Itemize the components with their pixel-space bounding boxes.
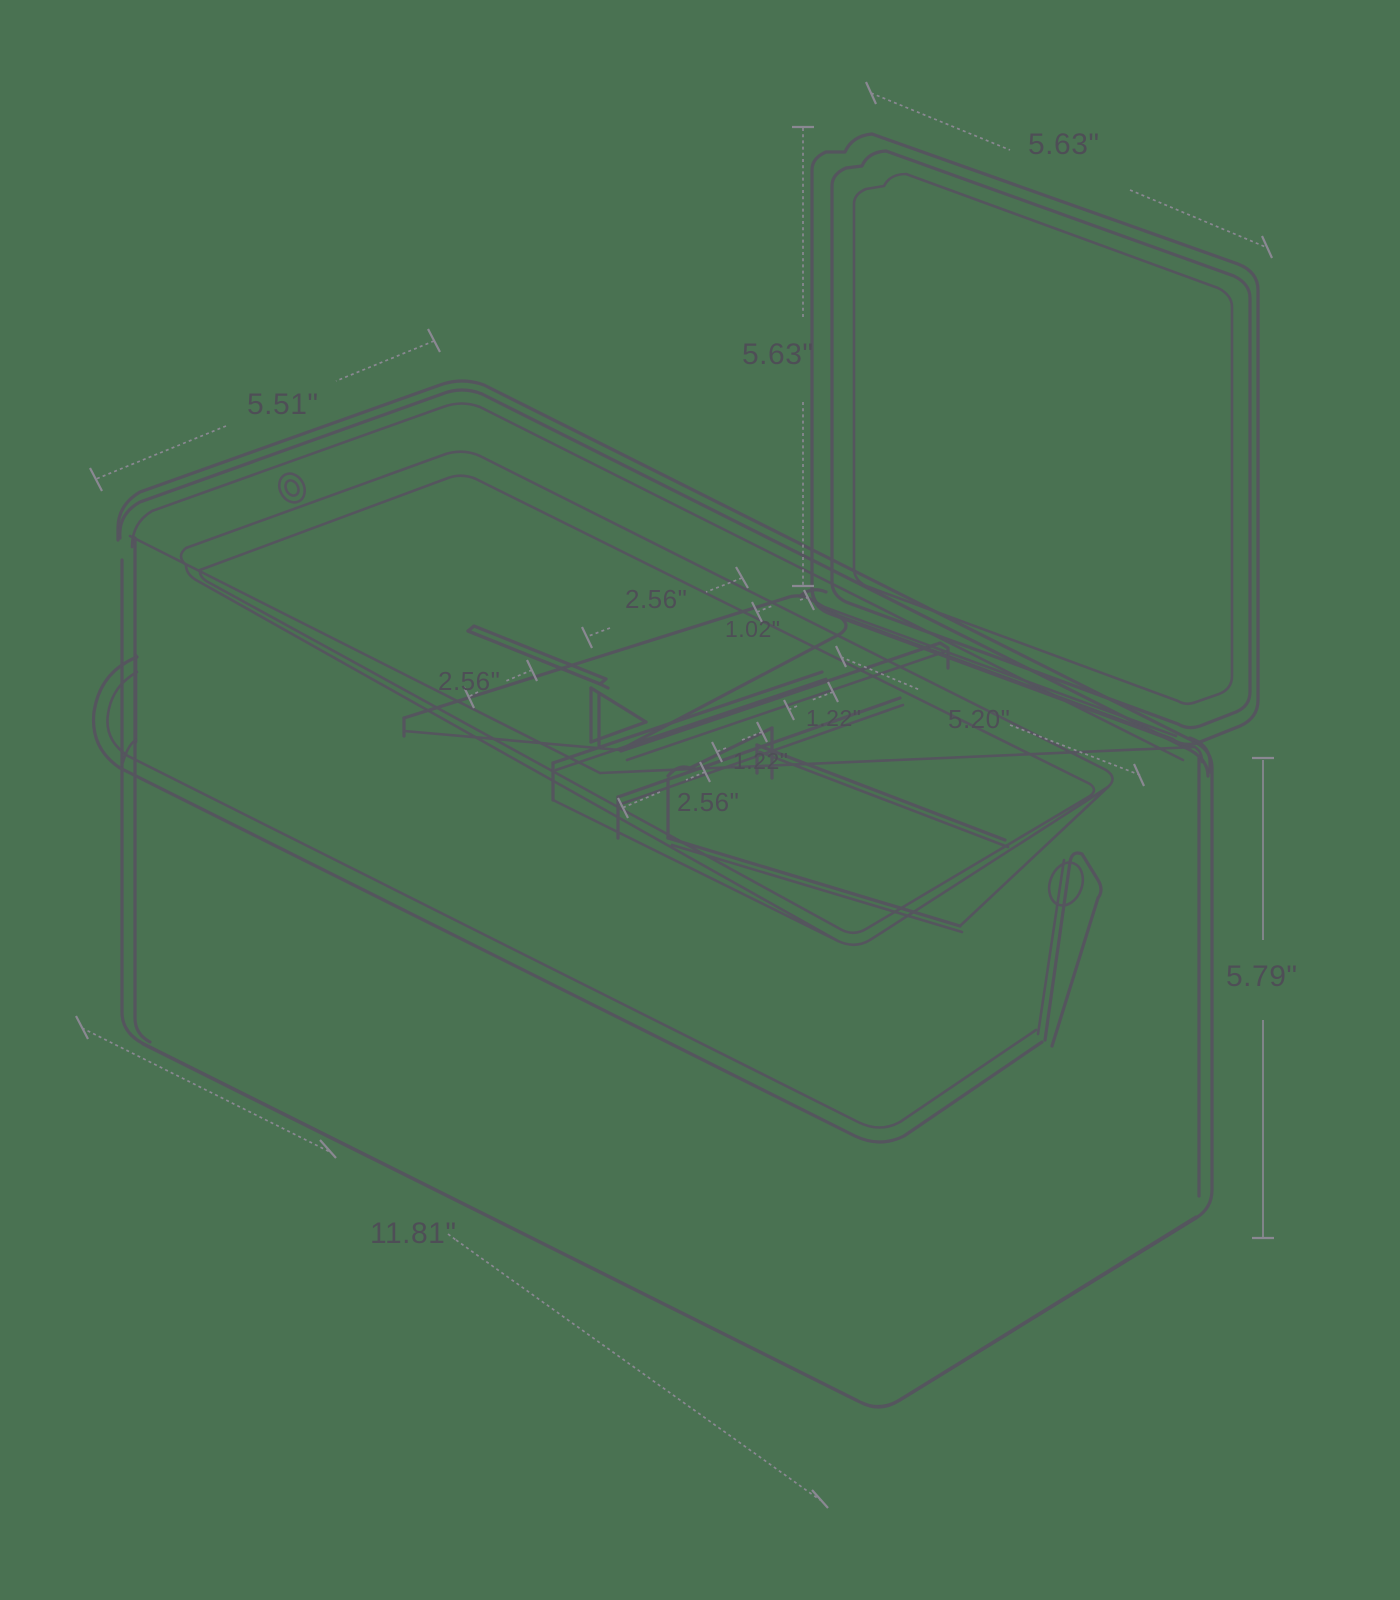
- dimension-line-lid-width: [864, 81, 1274, 259]
- carry-handle: [91, 653, 1103, 1144]
- box-body: [116, 379, 1214, 1409]
- dimension-line-divider-left: [463, 659, 538, 709]
- dimension-label-lid-width: 5.63": [1028, 128, 1100, 161]
- dimension-line-lid-height: [792, 125, 814, 588]
- dimension-line-body-depth: [89, 328, 441, 492]
- dimension-label-tray-length: 2.56": [625, 584, 688, 614]
- dimension-line-interior-length: [835, 645, 1146, 787]
- dimension-line-divider-right-b: [711, 721, 768, 763]
- dimension-line-tray-length: [581, 566, 749, 649]
- dimension-label-lid-height: 5.63": [742, 338, 814, 371]
- dimension-line-divider-bottom: [617, 761, 711, 819]
- lid-grommet-icon: [277, 472, 307, 504]
- dimension-label-interior-length: 5.20": [948, 704, 1011, 734]
- interior-divider-tray: [402, 594, 1110, 943]
- dimension-label-divider-left: 2.56": [438, 666, 501, 696]
- box-lid: [798, 132, 1260, 774]
- dimension-label-divider-right-b: 1.22": [733, 748, 789, 774]
- dimension-line-body-height: [1252, 756, 1274, 1240]
- dimension-line-tray-lip: [751, 589, 815, 623]
- dimension-label-body-depth: 5.51": [247, 388, 319, 421]
- dimension-label-tray-lip: 1.02": [725, 616, 781, 642]
- dimension-line-divider-right-a: [783, 681, 839, 721]
- handle-bracket-hole: [1047, 861, 1085, 907]
- dimension-label-divider-bottom: 2.56": [677, 787, 740, 817]
- dimension-label-body-length: 11.81": [370, 1217, 457, 1250]
- dimension-label-body-height: 5.79": [1226, 960, 1298, 993]
- dimension-line-body-length: [75, 1015, 829, 1509]
- dimension-label-divider-right-a: 1.22": [806, 705, 862, 731]
